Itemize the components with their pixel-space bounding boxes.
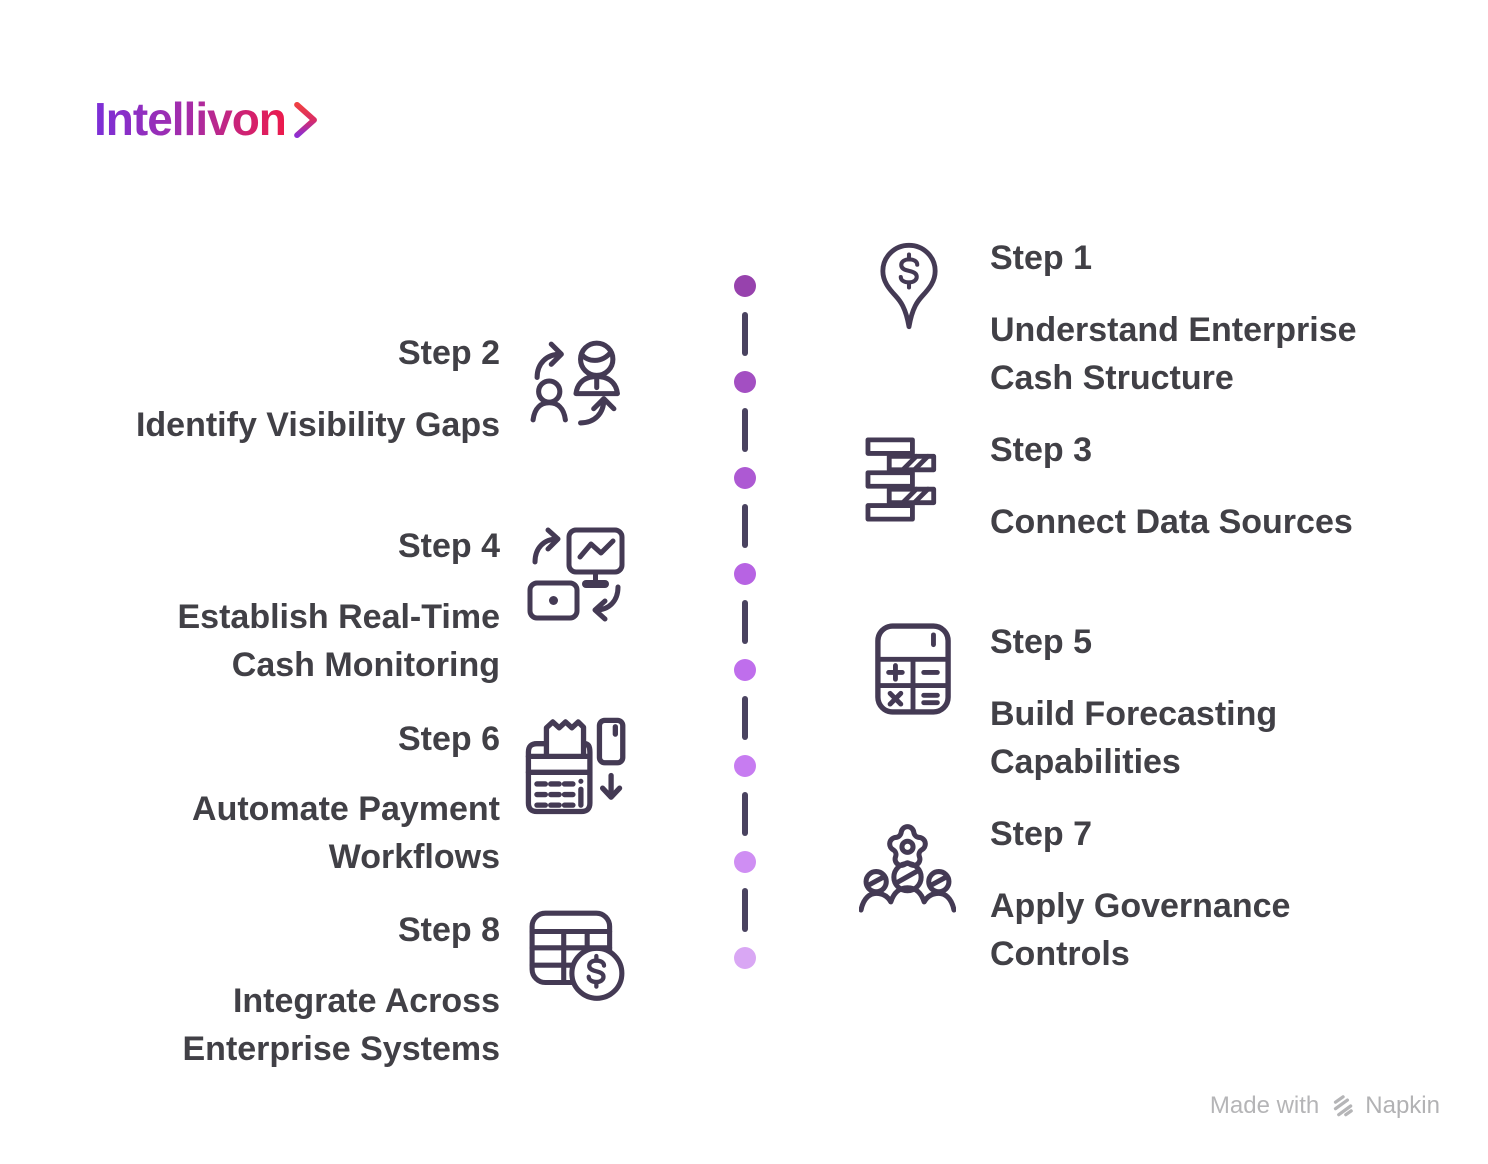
- people-sync-icon: [527, 334, 624, 431]
- timeline-dash-4: [742, 600, 748, 644]
- payment-terminal-icon: [521, 714, 627, 820]
- timeline-dot-4: [734, 563, 756, 585]
- step-7-title-line-2: Controls: [990, 935, 1130, 973]
- step-7-label: Step 7: [990, 815, 1093, 853]
- dollar-pin-icon: [878, 241, 940, 331]
- footer-credit: Made with Napkin: [1210, 1092, 1440, 1120]
- step-6-title-line-1: Automate Payment: [192, 790, 500, 828]
- step-5-title-line-1: Build Forecasting: [990, 695, 1278, 733]
- step-1-title-line-1: Understand Enterprise: [990, 311, 1357, 349]
- timeline-dash-6: [742, 792, 748, 836]
- napkin-brand-text: Napkin: [1365, 1092, 1440, 1119]
- step-7-title: Apply Governance Controls: [990, 882, 1290, 978]
- step-4-label: Step 4: [397, 527, 500, 565]
- step-5-title: Build Forecasting Capabilities: [990, 690, 1277, 786]
- step-5-title-line-2: Capabilities: [990, 743, 1181, 781]
- made-with-text: Made with: [1209, 1092, 1320, 1119]
- napkin-logo-icon: [1334, 1095, 1354, 1117]
- step-6-label: Step 6: [397, 720, 500, 758]
- timeline-dash-7: [742, 888, 748, 932]
- step-6-title: Automate Payment Workflows: [192, 785, 500, 881]
- step-8-label: Step 8: [397, 911, 500, 949]
- monitor-sync-icon: [526, 526, 626, 626]
- step-1-title: Understand Enterprise Cash Structure: [990, 306, 1357, 402]
- chevron-right-icon: [294, 101, 317, 139]
- step-3-title-line-1: Connect Data Sources: [990, 503, 1353, 541]
- step-2-label: Step 2: [397, 334, 500, 372]
- brand-name: Intellivon: [94, 93, 287, 145]
- timeline-dash-2: [742, 408, 748, 452]
- timeline-dot-5: [734, 659, 756, 681]
- timeline-dot-1: [734, 275, 756, 297]
- gear-team-icon: [859, 816, 956, 913]
- step-8-title: Integrate Across Enterprise Systems: [183, 977, 501, 1073]
- timeline-dot-6: [734, 755, 756, 777]
- step-4-title-line-1: Establish Real-Time: [177, 598, 501, 636]
- step-4-title-line-2: Cash Monitoring: [231, 646, 500, 684]
- step-8-title-line-2: Enterprise Systems: [182, 1030, 501, 1068]
- timeline-dot-8: [734, 947, 756, 969]
- step-5-label: Step 5: [990, 623, 1093, 661]
- timeline-dot-3: [734, 467, 756, 489]
- timeline-dash-1: [742, 312, 748, 356]
- timeline-dot-7: [734, 851, 756, 873]
- data-blocks-icon: [864, 436, 957, 523]
- step-1-title-line-2: Cash Structure: [990, 359, 1234, 397]
- step-8-title-line-1: Integrate Across: [232, 982, 500, 1020]
- step-2-title: Identify Visibility Gaps: [136, 401, 500, 449]
- step-4-title: Establish Real-Time Cash Monitoring: [178, 593, 501, 689]
- step-7-title-line-1: Apply Governance: [990, 887, 1291, 925]
- timeline-dot-2: [734, 371, 756, 393]
- step-2-title-line-1: Identify Visibility Gaps: [135, 406, 500, 444]
- brand-logo: Intellivon: [94, 96, 320, 142]
- step-6-title-line-2: Workflows: [328, 838, 500, 876]
- timeline-dash-3: [742, 504, 748, 548]
- timeline-dash-5: [742, 696, 748, 740]
- step-3-label: Step 3: [990, 431, 1093, 469]
- calculator-icon: [874, 622, 952, 716]
- step-1-label: Step 1: [990, 239, 1093, 277]
- step-3-title: Connect Data Sources: [990, 498, 1353, 546]
- table-dollar-icon: [527, 906, 629, 1008]
